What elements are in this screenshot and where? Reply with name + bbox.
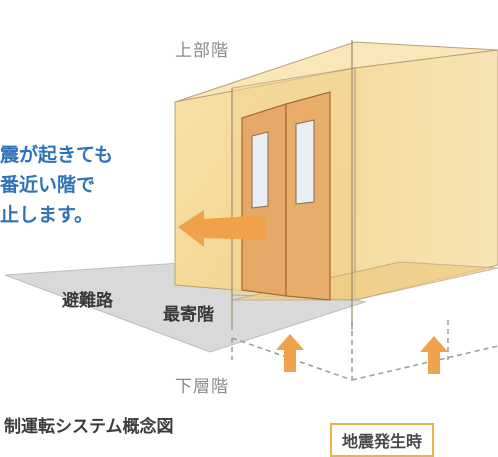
earthquake-badge: 地震発生時 — [330, 423, 435, 457]
callout-line: 震が起きても — [0, 144, 114, 166]
elevator-doors — [241, 91, 331, 301]
callout-line: 止します。 — [0, 204, 94, 226]
evacuation-route-label: 避難路 — [62, 291, 113, 311]
callout-line: 番近い階で — [0, 174, 96, 196]
nearest-floor-label: 最寄階 — [163, 305, 214, 325]
elevator-diagram: 上部階 下層階 避難路 最寄階 震が起きても 番近い階で 止します。 制運転シス… — [0, 40, 498, 457]
diagram-canvas — [4, 40, 498, 381]
figure-caption: 制運転システム概念図 — [4, 417, 174, 437]
cab-side-face — [354, 49, 498, 301]
upper-floor-label: 上部階 — [175, 41, 229, 61]
up-arrow-icon — [276, 334, 304, 372]
up-arrow-icon — [420, 336, 448, 374]
callout-text: 震が起きても 番近い階で 止します。 — [0, 140, 113, 230]
lower-floor-label: 下層階 — [175, 377, 229, 397]
left-arrow-icon — [178, 210, 266, 247]
